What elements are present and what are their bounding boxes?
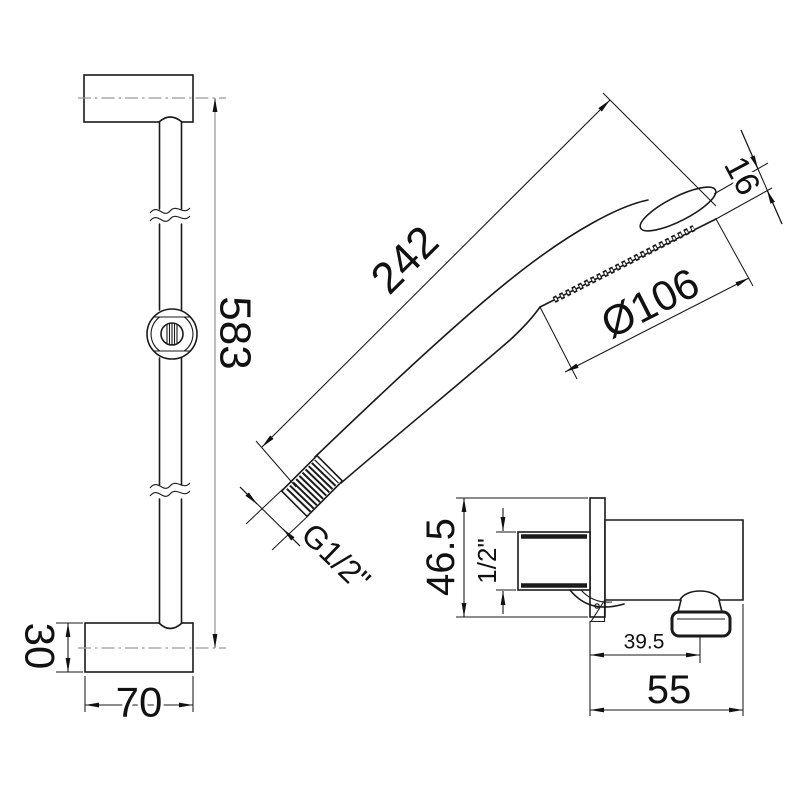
inlet-connector [517,531,591,591]
tube-bottom-fillet [158,622,183,630]
inlet-thread-bands [521,534,587,588]
head-back-rim [639,186,717,232]
dim-bracket-height-label: 30 [17,623,64,670]
extension-lines [456,497,588,618]
dim-arrow-stub [282,528,301,547]
dim-hand-shower-length-label: 242 [362,217,449,304]
extension-lines [589,621,701,716]
dim-inlet-thread-label: 1/2" [472,538,502,583]
dim-arrow-stub [766,189,783,225]
foot-dot [594,603,600,609]
dim-inlet-thread: 1/2" [469,508,516,614]
rail-tube-body [160,118,181,627]
rail-tube-edges [158,116,183,630]
break-curve [149,207,191,214]
break-curve [149,490,191,497]
slide-bar-view: 583 30 70 [14,74,263,729]
outlet-cap [670,610,732,638]
junction-curve-outer [569,589,625,608]
dim-rail-height-label: 583 [211,296,260,369]
dim-connection-thread-label: G1/2" [294,516,377,598]
tube-break-upper [149,207,191,222]
dim-line [261,99,611,448]
extension-lines [713,162,773,220]
dim-line [564,277,750,373]
dim-head-diameter: Ø106 [539,218,754,380]
thread-ridges [286,459,339,513]
dim-outlet-offset: 39.5 [589,621,701,716]
dim-arrow-stub [239,486,258,505]
outlet-collar [677,599,723,613]
dim-outlet-height-label: 46.5 [419,518,463,596]
break-curve [149,215,191,222]
elbow-body [604,519,744,601]
extension-lines [255,92,717,488]
handle-lower-outline [340,306,541,484]
break-curve [149,482,191,489]
dim-head-thickness: 16 [713,129,783,225]
dim-bracket-width: 70 [84,676,194,729]
dim-bracket-height: 30 [14,620,83,673]
slider-clamp [146,308,198,360]
slider-inner-arcs [150,316,194,352]
slider-chords [154,316,190,352]
dim-outlet-depth-label: 55 [647,668,692,712]
dim-rail-height: 583 [208,98,263,648]
slider-knob-knurl [166,323,178,345]
dim-outlet-offset-label: 39.5 [624,631,665,654]
dim-outlet-height: 46.5 [416,497,588,618]
dim-head-thickness-label: 16 [716,150,767,201]
foot-triangle [589,598,606,623]
extension-lines [496,531,516,591]
dim-arrow-stub [740,129,759,170]
wall-outlet-view: 46.5 1/2" 39.5 55 [416,497,744,716]
nozzle-row-inner [553,226,695,302]
flange-foot-detail [589,598,606,623]
tube-break-lower [149,482,191,497]
dim-bracket-width-label: 70 [116,679,163,726]
head-nozzles [552,225,696,303]
junction-curve-inner [580,589,613,603]
hand-shower-thread [280,454,344,518]
handle-upper-outline [314,199,649,458]
tube-top-fillet [158,116,183,123]
dim-outlet-depth: 55 [590,604,744,716]
